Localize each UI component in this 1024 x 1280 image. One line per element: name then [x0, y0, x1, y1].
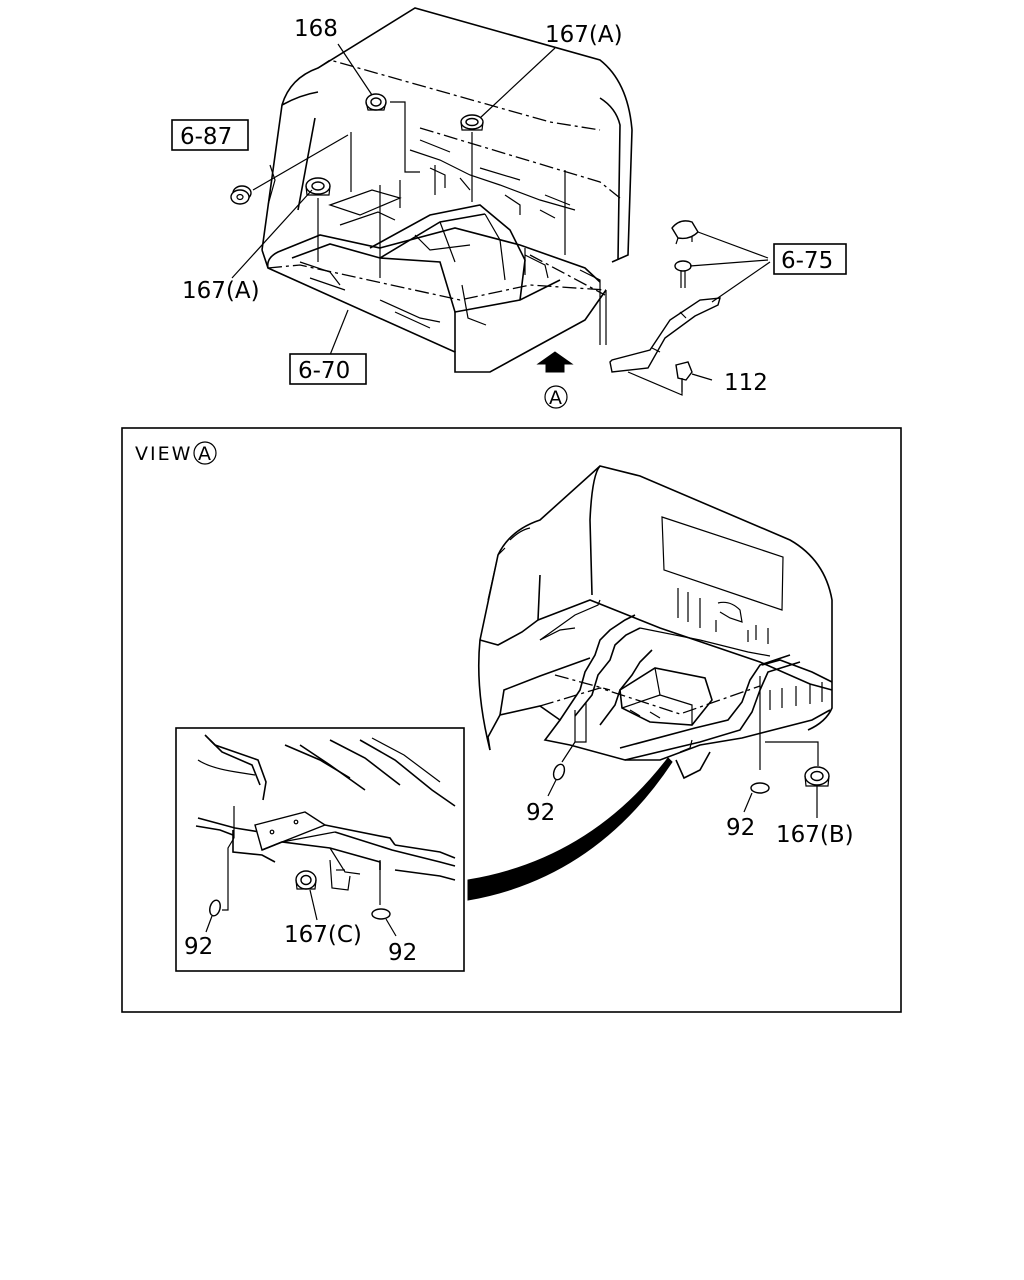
callout-167a-left: 167(A) [182, 278, 260, 304]
cab-underside-view [477, 465, 833, 780]
top-callout-leaders [231, 43, 556, 361]
view-title-circle [193, 441, 217, 465]
top-leaders [317, 101, 601, 345]
grommet-167a-top [460, 114, 484, 131]
view-title-letter: A [198, 443, 211, 465]
detail-inset-drawing [195, 734, 456, 921]
detail-inset-frame [175, 727, 465, 972]
grommet-167b [804, 766, 830, 787]
grommet-168 [365, 93, 387, 111]
seal-ring-92-b [750, 782, 770, 794]
grommet-167c [295, 870, 317, 890]
seal-ring-92-d [371, 908, 391, 920]
callout-167a-top: 167(A) [545, 22, 623, 48]
view-direction-arrow: A [536, 351, 574, 409]
plug-6-87 [230, 185, 252, 205]
detail-connector [467, 757, 673, 901]
view-title: VIEW [135, 443, 192, 465]
callout-6-75-box [773, 243, 847, 275]
cab-floor-assembly [261, 7, 633, 373]
bracket-assembly [605, 220, 771, 396]
callout-92-d: 92 [388, 940, 417, 966]
callout-6-87: 6-87 [180, 124, 232, 150]
callout-92-b: 92 [726, 815, 755, 841]
callout-6-75: 6-75 [781, 248, 833, 274]
seal-ring-92-c [209, 899, 221, 917]
callout-112: 112 [724, 370, 768, 396]
callout-92-a: 92 [526, 800, 555, 826]
callout-6-70-box [289, 353, 367, 385]
callout-6-70: 6-70 [298, 358, 350, 384]
view-marker-letter: A [549, 387, 562, 409]
callout-168: 168 [294, 16, 338, 42]
callout-167c: 167(C) [284, 922, 362, 948]
callout-92-c: 92 [184, 934, 213, 960]
callout-167b: 167(B) [776, 822, 854, 848]
seal-ring-92-a [552, 763, 566, 781]
view-a-frame [121, 427, 902, 1013]
callout-6-87-box [171, 119, 249, 151]
